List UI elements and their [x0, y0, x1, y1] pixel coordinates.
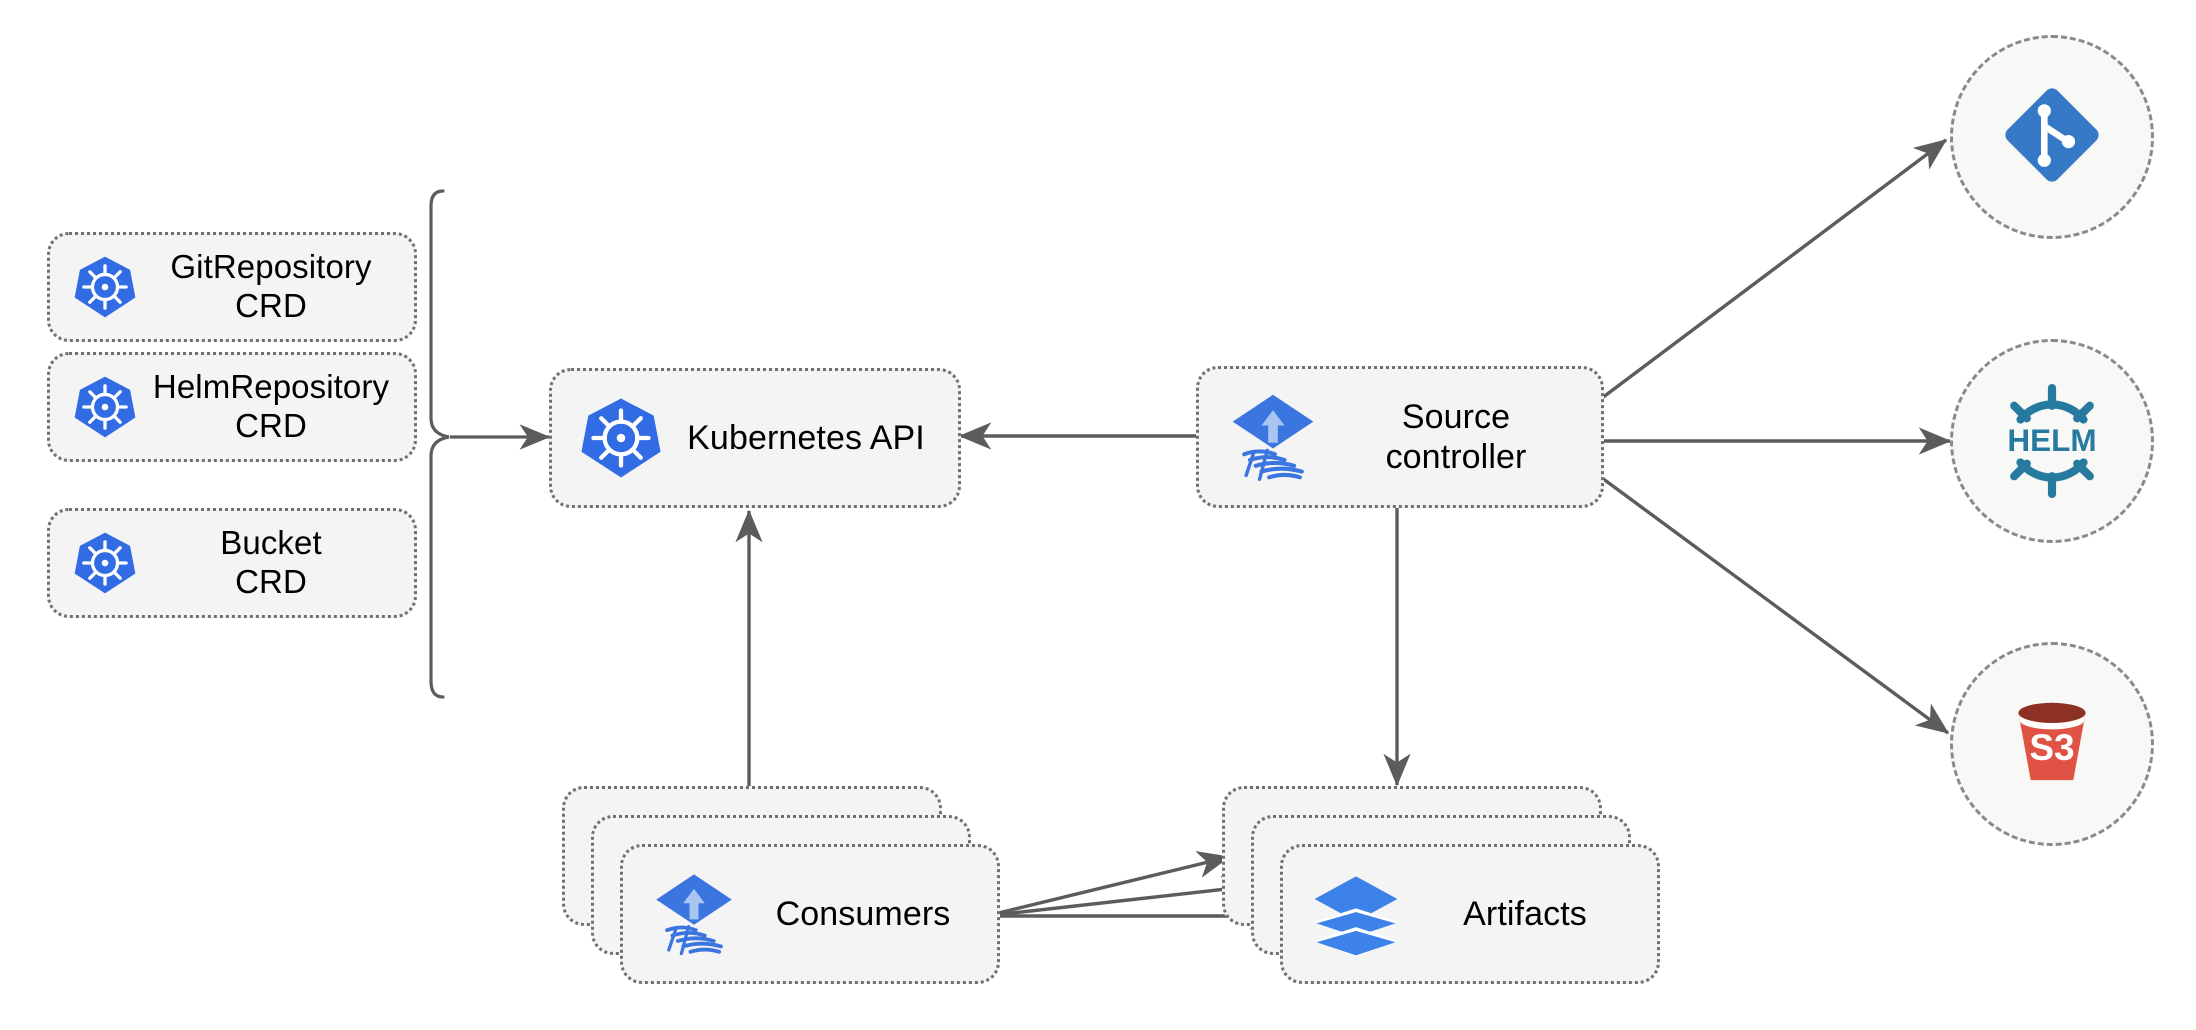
crd-group-brace	[429, 189, 450, 699]
card-label: Kubernetes API	[687, 418, 925, 457]
endpoint-git[interactable]	[1950, 35, 2154, 239]
kubernetes-icon	[578, 395, 664, 481]
card-gitrepository-crd[interactable]: GitRepository CRD	[47, 232, 417, 342]
stack-consumers: Consumers	[562, 786, 1002, 986]
endpoint-s3[interactable]: S3	[1950, 642, 2154, 846]
git-icon	[1997, 80, 2107, 195]
endpoint-helm[interactable]: HELM	[1950, 339, 2154, 543]
card-label: HelmRepository CRD	[152, 368, 390, 444]
card-label: Artifacts	[1463, 894, 1587, 933]
kubernetes-icon	[72, 254, 138, 320]
card-consumers[interactable]: Consumers	[620, 844, 1000, 984]
helm-icon: HELM	[1989, 378, 2115, 504]
flux-icon	[649, 869, 739, 959]
edge-consumers-to-artifacts-1	[985, 851, 1231, 918]
edge-source-to-s3	[1600, 476, 1950, 735]
card-label: GitRepository CRD	[170, 248, 372, 324]
card-artifacts[interactable]: Artifacts	[1280, 844, 1660, 984]
s3-wordmark: S3	[2029, 726, 2074, 767]
card-label: Bucket CRD	[220, 524, 322, 600]
flux-icon	[1225, 389, 1321, 485]
card-source-controller[interactable]: Source controller	[1196, 366, 1604, 508]
layers-icon	[1309, 867, 1403, 961]
kubernetes-icon	[72, 374, 138, 440]
card-kubernetes-api[interactable]: Kubernetes API	[549, 368, 961, 508]
edge-source-to-git	[1600, 138, 1948, 400]
card-helmrepository-crd[interactable]: HelmRepository CRD	[47, 352, 417, 462]
kubernetes-icon	[72, 530, 138, 596]
card-bucket-crd[interactable]: Bucket CRD	[47, 508, 417, 618]
stack-artifacts: Artifacts	[1222, 786, 1662, 986]
s3-bucket-icon: S3	[1996, 686, 2108, 803]
helm-wordmark: HELM	[2007, 422, 2096, 458]
card-label: Source controller	[1385, 397, 1527, 476]
card-label: Consumers	[775, 894, 951, 933]
edge-consumers-to-artifacts-2	[985, 875, 1255, 918]
